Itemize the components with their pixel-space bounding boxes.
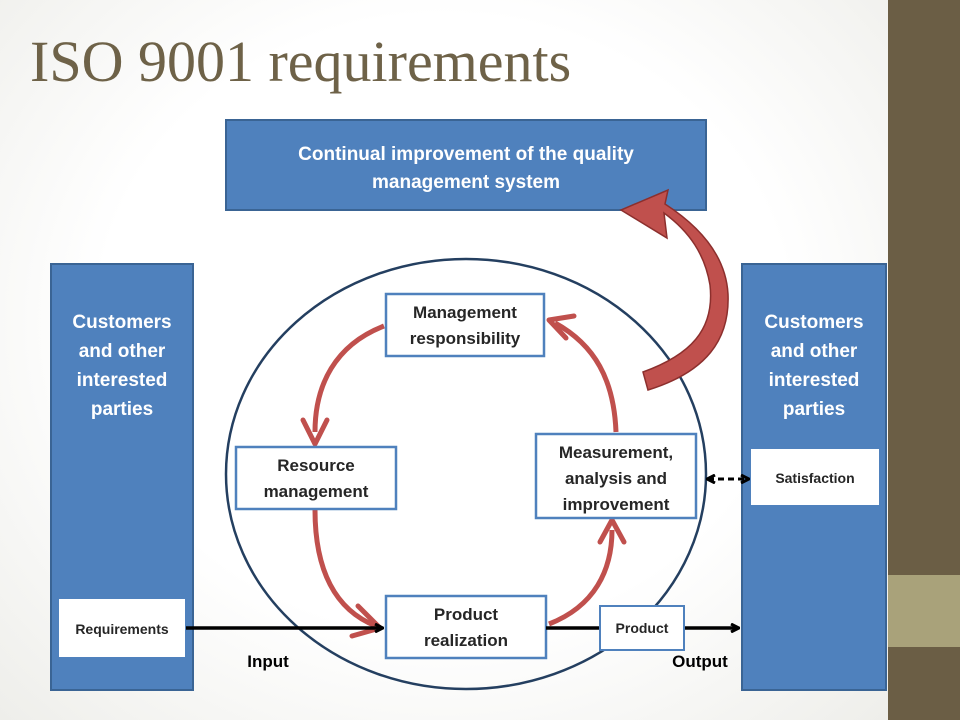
- resource-line-1: Resource: [277, 456, 354, 475]
- arrow-measurement-to-management: [553, 320, 619, 433]
- page-title: ISO 9001 requirements: [30, 29, 572, 94]
- measurement-line-2: analysis and: [565, 469, 667, 488]
- resource-line-2: management: [264, 482, 369, 501]
- continual-improvement-line-2: management system: [372, 172, 560, 193]
- input-label: Input: [247, 652, 289, 671]
- right-panel-line-4: parties: [783, 399, 845, 420]
- right-panel-line-1: Customers: [764, 312, 863, 333]
- product-label: Product: [616, 620, 669, 636]
- improvement-arrow: [619, 188, 729, 391]
- realization-line-1: Product: [434, 605, 499, 624]
- arrow-realization-to-measurement: [548, 529, 615, 627]
- measurement-line-3: improvement: [563, 495, 670, 514]
- left-panel-line-1: Customers: [72, 312, 171, 333]
- right-panel-line-3: interested: [769, 370, 860, 391]
- arrow-management-to-resource-head: [300, 417, 330, 447]
- right-panel-line-2: and other: [771, 341, 858, 362]
- left-panel-line-3: interested: [77, 370, 168, 391]
- arrow-management-to-resource: [312, 323, 385, 433]
- satisfaction-label: Satisfaction: [775, 470, 854, 486]
- measurement-analysis-box: [534, 432, 698, 520]
- arrow-realization-to-measurement-head: [597, 517, 627, 545]
- left-panel-line-2: and other: [79, 341, 166, 362]
- continual-improvement-box: [225, 119, 707, 211]
- management-responsibility-box: [384, 292, 546, 358]
- product-realization-box: [384, 594, 548, 660]
- arrow-resource-to-realization: [312, 509, 377, 629]
- arrow-measurement-to-management-head: [546, 313, 577, 341]
- requirements-label: Requirements: [75, 621, 169, 637]
- satisfaction-box: [749, 447, 881, 507]
- resource-management-box: [234, 445, 398, 511]
- management-line-1: Management: [413, 303, 517, 322]
- product-box: [599, 605, 685, 651]
- continual-improvement-line-1: Continual improvement of the quality: [298, 144, 634, 165]
- realization-line-2: realization: [424, 631, 508, 650]
- output-label: Output: [672, 652, 728, 671]
- side-accent: [888, 575, 960, 647]
- measurement-line-1: Measurement,: [559, 443, 673, 462]
- iso-process-diagram: Continual improvement of the quality man…: [50, 119, 887, 691]
- left-panel-line-4: parties: [91, 399, 153, 420]
- management-line-2: responsibility: [410, 329, 521, 348]
